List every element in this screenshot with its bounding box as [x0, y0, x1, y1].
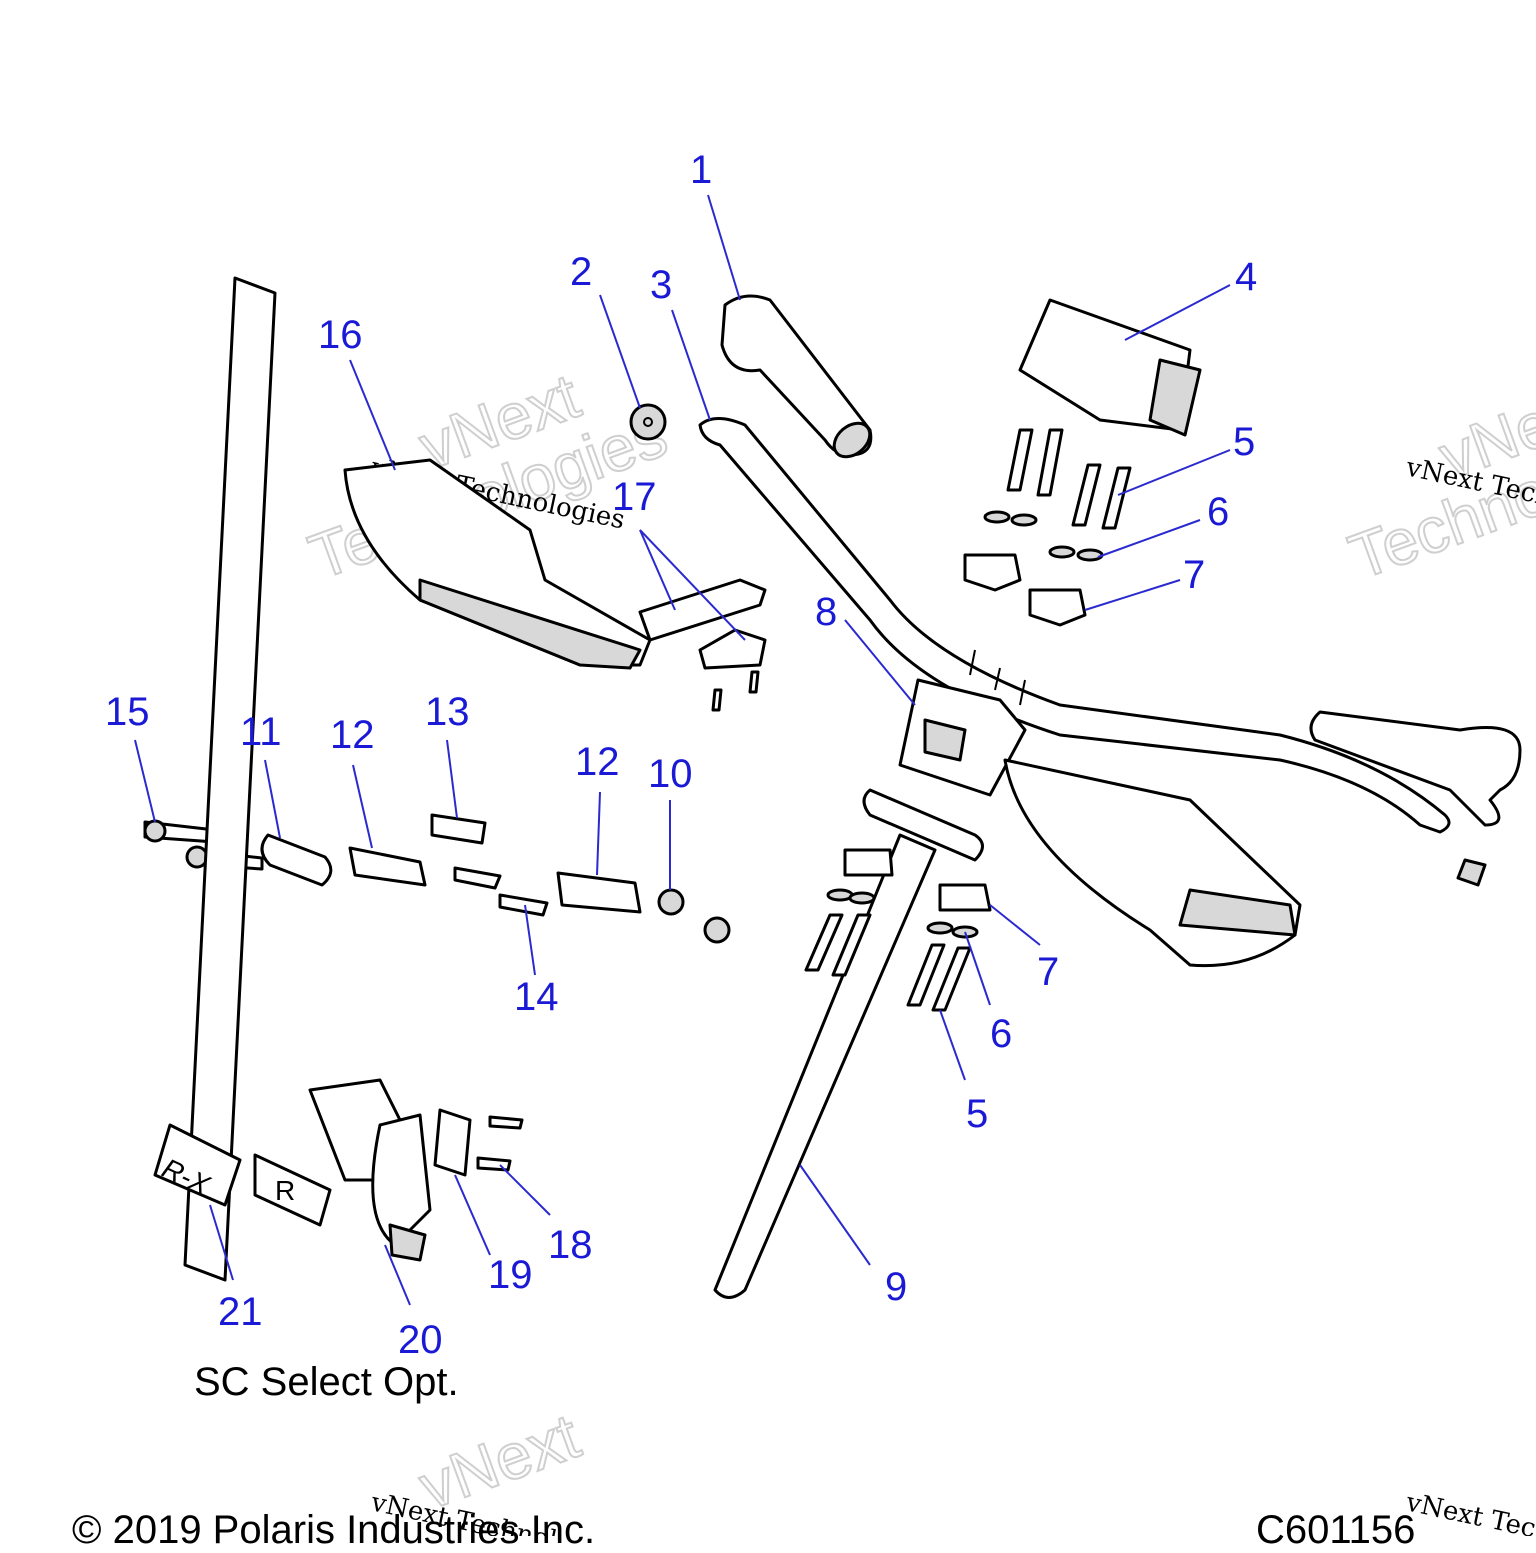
part-hand-guard-right: [1003, 758, 1302, 968]
callout-5-lower: 5: [966, 1092, 988, 1136]
callout-14: 14: [514, 975, 559, 1019]
callout-1: 1: [690, 148, 712, 192]
copyright-notice: © 2019 Polaris Industries Inc.: [72, 1508, 596, 1552]
part-grip-left: [720, 294, 873, 459]
callout-7-lower: 7: [1037, 950, 1059, 994]
part-sc-select-kit: R-X R: [153, 276, 524, 1282]
part-steering-post: [713, 788, 984, 1299]
part-bolts-upper: [1006, 428, 1132, 530]
guard-letter: R: [275, 1175, 295, 1206]
callout-21: 21: [218, 1290, 263, 1334]
part-mount-kit: [143, 813, 731, 944]
callout-8: 8: [815, 590, 837, 634]
callout-6-lower: 6: [990, 1012, 1012, 1056]
option-caption: SC Select Opt.: [194, 1360, 459, 1404]
callout-12-left: 12: [330, 713, 375, 757]
callout-17: 17: [612, 475, 657, 519]
callout-2: 2: [570, 250, 592, 294]
callout-6-upper: 6: [1207, 490, 1229, 534]
callout-15: 15: [105, 690, 150, 734]
part-guard-clamp: [698, 628, 767, 712]
part-fasteners-lower: [804, 848, 992, 1012]
callout-7-upper: 7: [1183, 553, 1205, 597]
part-grip-right: [1309, 710, 1522, 887]
callout-12-right: 12: [575, 740, 620, 784]
part-handlebar: [698, 417, 1451, 834]
part-hand-guard-left: [343, 458, 767, 670]
watermark-line-bottom-right: vNext Technologies: [1403, 1487, 1536, 1536]
part-bar-pad: [1018, 298, 1202, 437]
callout-16: 16: [318, 313, 363, 357]
callout-20: 20: [398, 1318, 443, 1362]
drawing-number: C601156: [1256, 1508, 1416, 1552]
leader-lines: [134, 194, 1231, 1306]
callout-13: 13: [425, 690, 470, 734]
callout-19: 19: [488, 1253, 533, 1297]
callout-3: 3: [650, 263, 672, 307]
callout-11: 11: [240, 710, 282, 754]
callout-4: 4: [1235, 255, 1257, 299]
part-clamps-upper: [963, 553, 1087, 627]
callout-5-upper: 5: [1233, 420, 1255, 464]
callout-9: 9: [885, 1265, 907, 1309]
part-bar-end-plug: [629, 403, 667, 441]
callout-10: 10: [648, 752, 693, 796]
callout-18: 18: [548, 1223, 593, 1267]
callout-numbers: 1 2 3 4 5 6 7 8 9 10 11 12 12 13 14 15 1…: [105, 148, 1257, 1362]
part-washers-upper: [983, 510, 1104, 562]
